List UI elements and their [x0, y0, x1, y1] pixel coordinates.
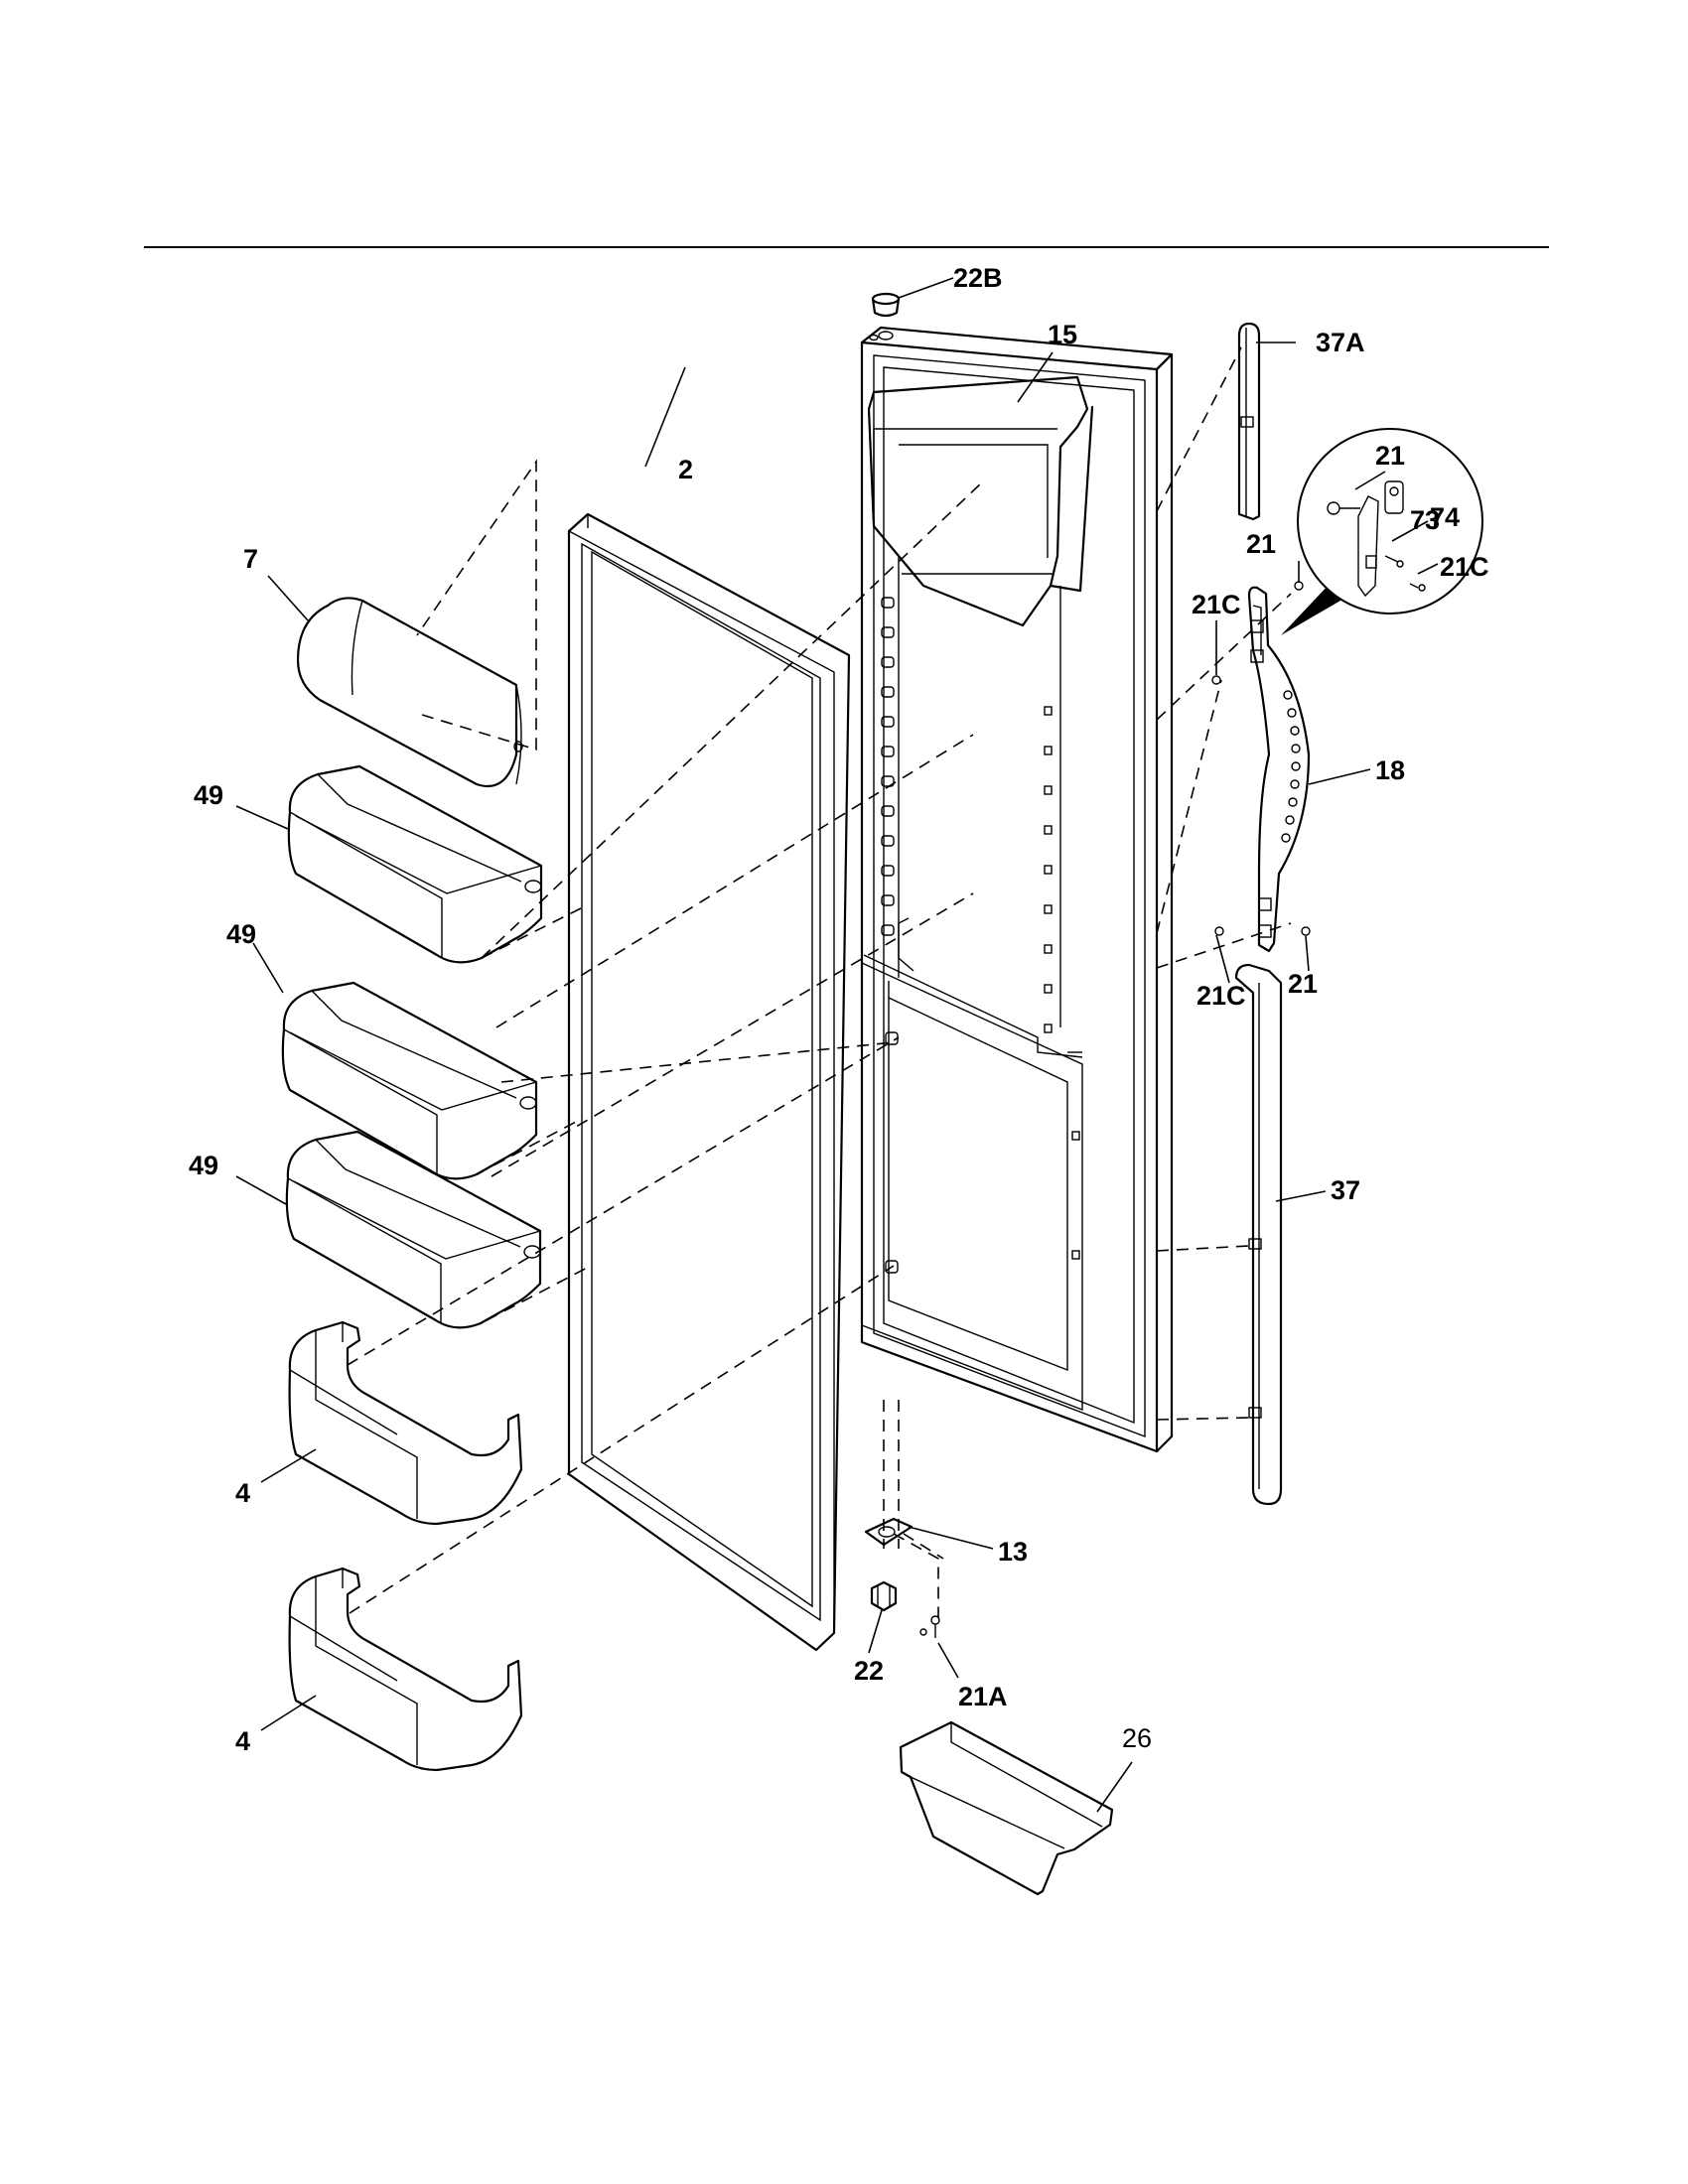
shelf-bin-lower-part-49	[285, 1130, 542, 1329]
callout-21a: 21A	[958, 1682, 1008, 1711]
handle-trim-bottom-part-37	[1234, 963, 1283, 1506]
liner-shelf-pegs	[881, 597, 1080, 1274]
callout-4-lower: 4	[235, 1726, 250, 1756]
leader-lines	[235, 277, 1439, 1813]
callout-26: 26	[1122, 1723, 1152, 1753]
shelf-bin-upper-part-49	[287, 764, 543, 964]
callout-13: 13	[998, 1537, 1028, 1567]
door-bin-lower-part-4	[288, 1567, 523, 1772]
callout-74: 74	[1430, 502, 1460, 532]
callout-22b: 22B	[953, 263, 1003, 293]
shelf-bin-middle-part-49	[281, 981, 538, 1180]
handle-trim-top-part-37a	[1237, 322, 1261, 521]
door-gasket-part-2	[567, 512, 851, 1652]
hinge-part-13	[864, 1517, 914, 1547]
hinge-cap-part-22b	[869, 292, 901, 341]
callout-7: 7	[243, 544, 258, 574]
callout-21-inset-top: 21	[1375, 441, 1405, 471]
callout-21c-low: 21C	[1196, 981, 1246, 1011]
callout-18: 18	[1375, 755, 1405, 785]
callout-73: 73	[1410, 505, 1440, 535]
dairy-door-part-7	[296, 597, 523, 788]
callout-21c-inset: 21C	[1440, 552, 1489, 582]
callout-21-mid: 21	[1246, 529, 1276, 559]
tray-part-26	[899, 1720, 1114, 1896]
inset-detail	[1281, 428, 1483, 635]
callout-37a: 37A	[1316, 328, 1365, 357]
callout-22: 22	[854, 1656, 884, 1686]
hinge-bushing-part-22	[870, 1580, 898, 1612]
door-liner-part-15	[860, 326, 1174, 1453]
door-bin-upper-part-4	[288, 1320, 523, 1526]
callout-2: 2	[678, 455, 693, 484]
assembly-lines	[347, 346, 1292, 1618]
callout-4-upper: 4	[235, 1478, 250, 1508]
callout-21c-mid: 21C	[1192, 590, 1241, 619]
handle-part-18	[1247, 586, 1311, 953]
callout-21-low: 21	[1288, 969, 1318, 999]
callout-37: 37	[1331, 1175, 1360, 1205]
callout-49-lower: 49	[189, 1151, 218, 1180]
callout-49-upper: 49	[194, 780, 223, 810]
screw-part-21a	[919, 1615, 940, 1638]
callout-15: 15	[1048, 320, 1077, 349]
callout-49-middle: 49	[226, 919, 256, 949]
